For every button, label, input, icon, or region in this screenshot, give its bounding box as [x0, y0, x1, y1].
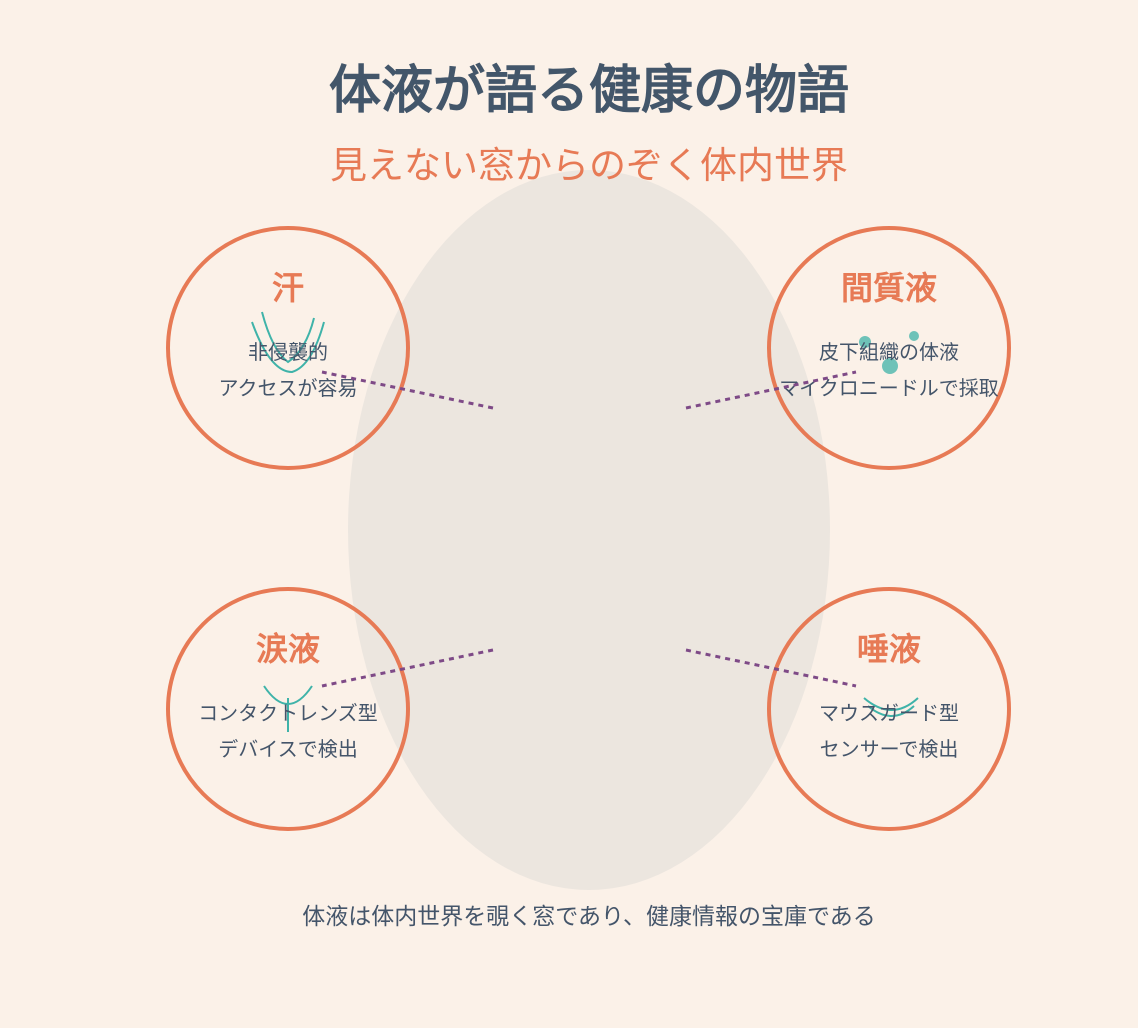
node-line-2: デバイスで検出 [218, 737, 357, 761]
node-tears: 涙液 コンタクトレンズ型 デバイスで検出 [166, 587, 410, 831]
connector-interstitial [685, 370, 857, 410]
node-line-2: マイクロニードルで採取 [779, 376, 999, 400]
node-interstitial-fluid: 間質液 皮下組織の体液 マイクロニードルで採取 [767, 226, 1011, 470]
node-line-1: マウスガード型 [819, 701, 959, 725]
node-circle [166, 226, 410, 470]
connector-saliva [685, 648, 857, 688]
node-title: 間質液 [841, 269, 937, 307]
node-saliva: 唾液 マウスガード型 センサーで検出 [767, 587, 1011, 831]
body-silhouette [348, 170, 830, 890]
page-subtitle: 見えない窓からのぞく体内世界 [330, 144, 848, 187]
page-title: 体液が語る健康の物語 [329, 61, 849, 121]
node-line-1: コンタクトレンズ型 [198, 701, 378, 725]
node-line-2: アクセスが容易 [219, 376, 358, 400]
node-line-1: 皮下組織の体液 [819, 340, 959, 364]
node-circle [767, 587, 1011, 831]
mouthguard-icon [863, 697, 919, 717]
diagram-caption: 体液は体内世界を覗く窓であり、健康情報の宝庫である [302, 904, 876, 930]
node-title: 汗 [272, 269, 304, 307]
eye-lens-icon [263, 685, 313, 732]
node-circle [767, 226, 1011, 470]
node-line-1: 非侵襲的 [248, 340, 328, 364]
node-title: 涙液 [256, 630, 320, 668]
node-title: 唾液 [857, 630, 921, 668]
sweat-drop-icon [251, 311, 325, 374]
node-circle [166, 587, 410, 831]
microneedle-dots-icon [859, 331, 919, 374]
node-line-2: センサーで検出 [820, 737, 959, 761]
connector-lines [321, 370, 857, 688]
node-sweat: 汗 非侵襲的 アクセスが容易 [166, 226, 410, 470]
